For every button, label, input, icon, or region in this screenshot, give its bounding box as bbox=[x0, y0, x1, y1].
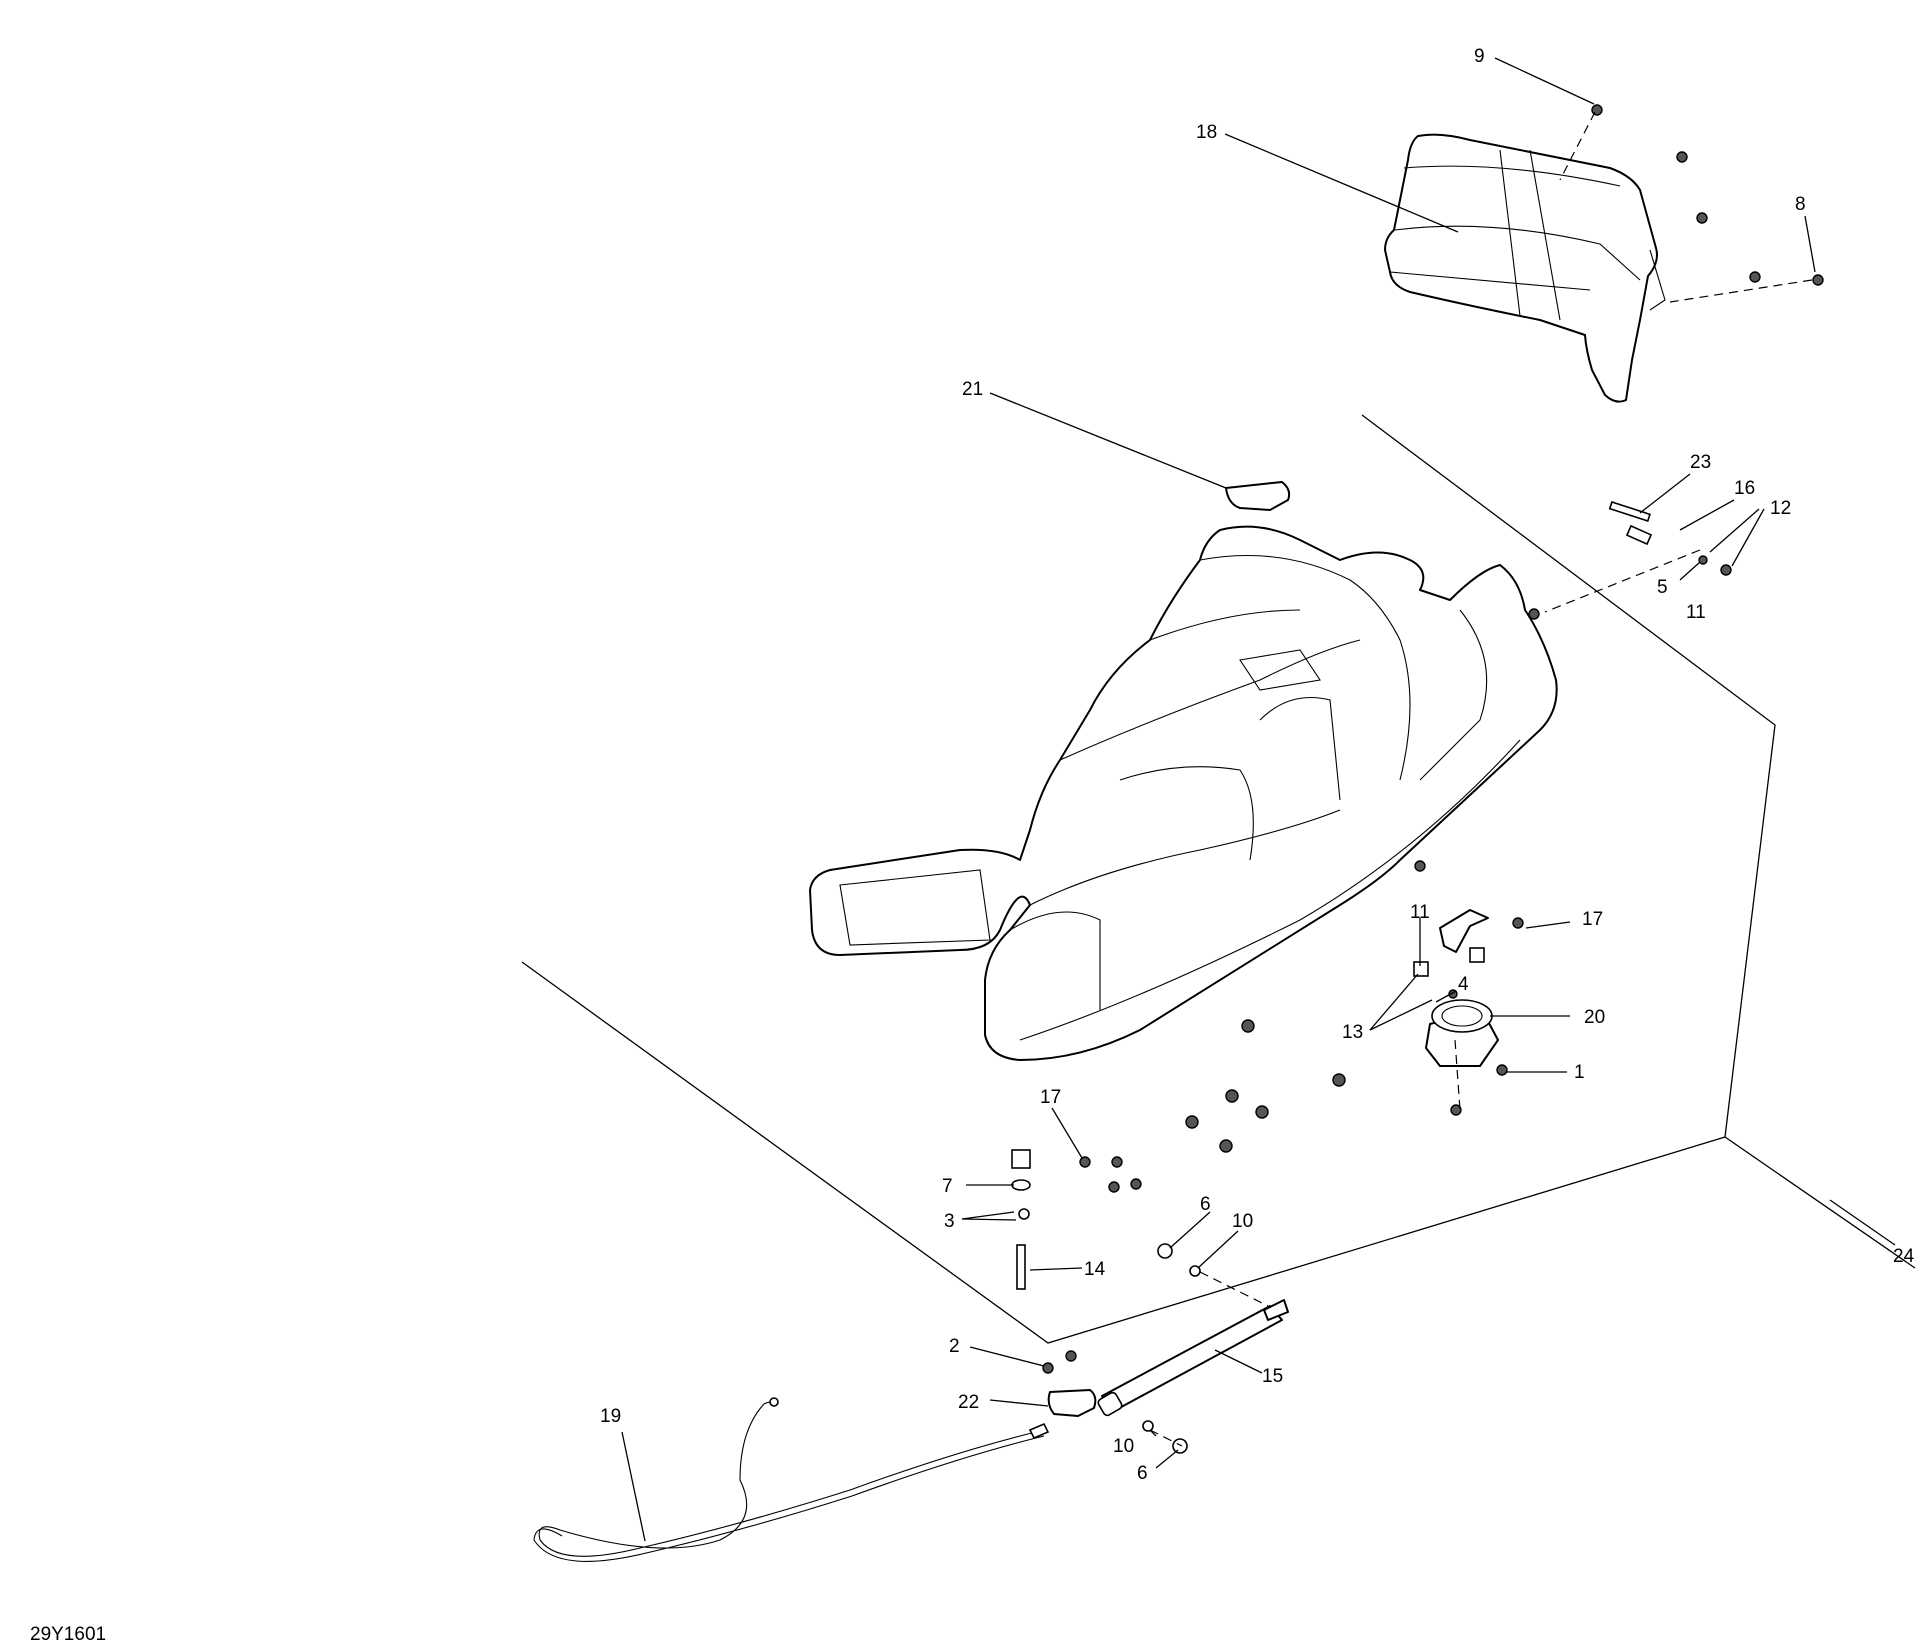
callout-12: 12 bbox=[1770, 498, 1791, 519]
leader-lines bbox=[621, 57, 1896, 1542]
callout-23: 23 bbox=[1690, 452, 1711, 473]
callout-7: 7 bbox=[942, 1176, 953, 1197]
callout-17: 17 bbox=[1582, 909, 1603, 930]
callout-11: 11 bbox=[1686, 602, 1706, 623]
callout-labels: 9 18 8 21 23 16 12 5 11 11 17 4 13 20 1 … bbox=[600, 46, 1915, 1484]
reference-code: 29Y1601 bbox=[30, 1624, 106, 1645]
callout-9: 9 bbox=[1474, 46, 1485, 67]
seat-release-cable bbox=[533, 1397, 1050, 1562]
callout-15: 15 bbox=[1262, 1366, 1283, 1387]
callout-4: 4 bbox=[1458, 974, 1469, 995]
callout-24: 24 bbox=[1893, 1246, 1915, 1267]
latch-bracket bbox=[1047, 1389, 1097, 1417]
callout-2: 2 bbox=[949, 1336, 960, 1357]
callout-3: 3 bbox=[944, 1211, 955, 1232]
bracket bbox=[1439, 909, 1489, 953]
gas-spring bbox=[1097, 1299, 1289, 1417]
callout-17: 17 bbox=[1040, 1087, 1061, 1108]
callout-20: 20 bbox=[1584, 1007, 1605, 1028]
seat bbox=[809, 525, 1558, 1061]
callout-5: 5 bbox=[1657, 577, 1668, 598]
alignment-lines bbox=[1149, 111, 1813, 1447]
callout-19: 19 bbox=[600, 1406, 621, 1427]
callout-8: 8 bbox=[1795, 194, 1806, 215]
frame-outline bbox=[521, 414, 1916, 1344]
callout-6: 6 bbox=[1200, 1194, 1211, 1215]
callout-21: 21 bbox=[962, 379, 983, 400]
backrest bbox=[1384, 133, 1666, 403]
callout-18: 18 bbox=[1196, 122, 1217, 143]
handle-cover bbox=[1225, 481, 1291, 511]
callout-16: 16 bbox=[1734, 478, 1755, 499]
speaker bbox=[1425, 999, 1499, 1067]
callout-13: 13 bbox=[1342, 1022, 1363, 1043]
callout-22: 22 bbox=[958, 1392, 979, 1413]
callout-14: 14 bbox=[1084, 1259, 1106, 1280]
callout-1: 1 bbox=[1574, 1062, 1585, 1083]
callout-11: 11 bbox=[1410, 902, 1430, 923]
callout-10: 10 bbox=[1232, 1211, 1253, 1232]
callout-6: 6 bbox=[1137, 1463, 1148, 1484]
callout-10: 10 bbox=[1113, 1436, 1134, 1457]
